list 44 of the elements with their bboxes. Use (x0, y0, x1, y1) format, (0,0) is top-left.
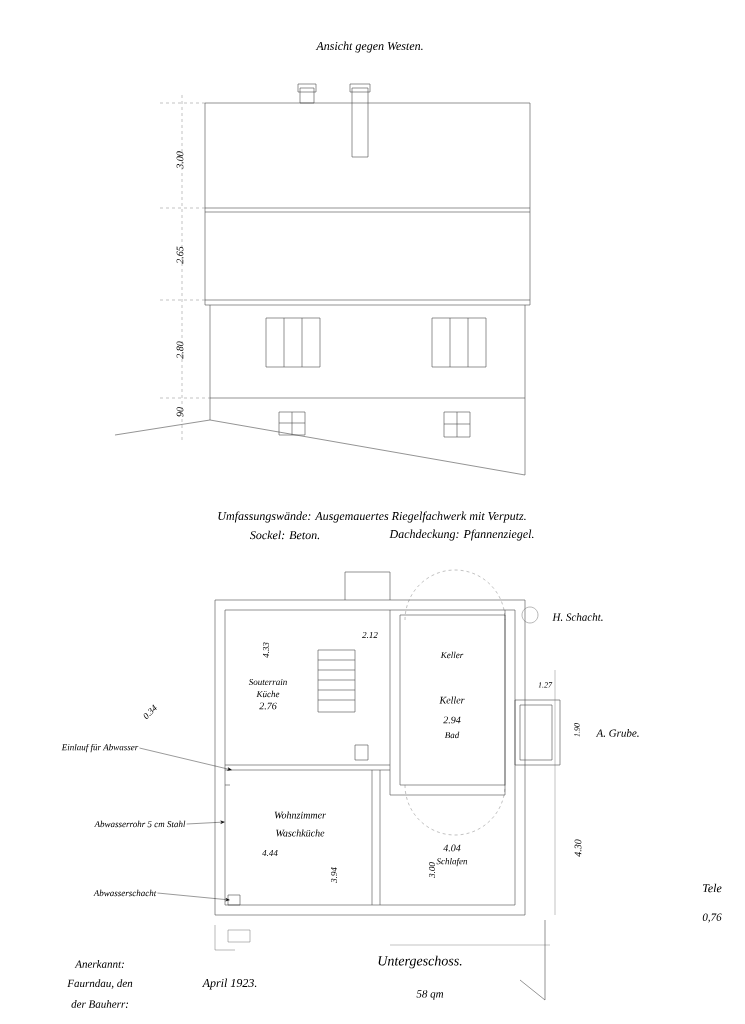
dimension-label: 4.33 (262, 642, 270, 658)
leader-line (186, 820, 225, 825)
handwritten-label: Faurndau, den (67, 979, 133, 989)
dimension-label: 2.76 (259, 702, 277, 710)
callout-text: Abwasserschacht (93, 889, 157, 897)
handwritten-label: Keller (440, 651, 464, 659)
dimension-label: 1.27 (538, 682, 553, 688)
callout-text: Abwasserrohr 5 cm Stahl (94, 820, 186, 828)
callout-text: Einlauf für Abwasser (61, 743, 139, 753)
handwritten-label: Untergeschoss. (378, 955, 462, 969)
dimension-label: 0.34 (143, 704, 157, 719)
dimension-label: 3.94 (330, 867, 338, 883)
dimension-label: 0,76 (702, 913, 722, 923)
handwritten-label: Anerkannt: (74, 960, 124, 968)
dimension-label: 2.80 (176, 341, 184, 359)
handwritten-label: Keller (439, 696, 465, 704)
dimension-label: 4.04 (443, 844, 461, 852)
handwritten-label: Dachdeckung: Pfannenziegel. (389, 529, 534, 541)
dimension-label: 1.90 (574, 723, 580, 737)
handwritten-label: Souterrain (248, 678, 287, 686)
handwritten-label: H. Schacht. (552, 613, 603, 621)
dimension-label: 4.44 (262, 850, 278, 857)
handwritten-label: Schlafen (436, 857, 468, 867)
dimension-label: 3.00 (428, 862, 436, 878)
dimension-label: 2.12 (362, 631, 378, 639)
dimension-label: 58 qm (416, 990, 444, 1000)
leader-line (157, 892, 230, 902)
leader-line (139, 747, 232, 771)
handwritten-label: April 1923. (202, 978, 257, 990)
dimension-label: 4.30 (574, 839, 582, 857)
handwritten-label: der Bauherr: (71, 1000, 128, 1008)
handwritten-label: Bad (444, 731, 460, 739)
dimension-label: 3.00 (176, 151, 184, 169)
handwritten-label: A. Grube. (595, 729, 639, 737)
handwritten-label: Umfassungswände: Ausgemauertes Riegelfachwerk mit Verputz. (218, 511, 526, 523)
handwritten-label: Küche (256, 690, 280, 698)
handwritten-label: Sockel: Beton. (250, 530, 320, 540)
handwritten-label: Wohnzimmer (274, 811, 326, 819)
handwritten-label: Waschküche (276, 829, 325, 837)
handwritten-label: Tele (703, 883, 722, 893)
dimension-label: 90 (176, 407, 184, 417)
dimension-label: 2.94 (443, 716, 461, 724)
dimension-label: 2.65 (176, 246, 184, 264)
title: Ansicht gegen Westen. (315, 41, 423, 53)
